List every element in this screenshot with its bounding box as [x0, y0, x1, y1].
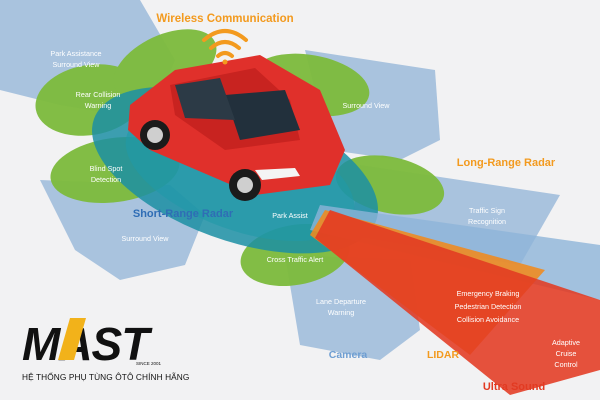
label-park-assistance: Park Assistance: [50, 49, 101, 58]
label-emergency-braking: Emergency Braking: [457, 289, 520, 298]
label-traffic-sign-sub: Recognition: [468, 217, 506, 226]
label-lane-departure: Lane Departure: [316, 297, 366, 306]
label-rear-collision-sub: Warning: [85, 101, 112, 110]
label-lane-departure-sub: Warning: [328, 308, 355, 317]
label-surround-view-left: Surround View: [121, 234, 169, 243]
label-traffic-sign: Traffic Sign: [469, 206, 505, 215]
logo-tagline: HỆ THỐNG PHỤ TÙNG ÔTÔ CHÍNH HÃNG: [22, 372, 190, 382]
car-rim-front: [237, 177, 253, 193]
forward-beams: [310, 205, 600, 395]
header-ultrasound: Ultra Sound: [483, 381, 545, 393]
mast-logo: MAST SINCE 2001: [22, 318, 161, 370]
label-park-assist: Park Assist: [272, 211, 308, 220]
header-wireless: Wireless Communication: [156, 13, 293, 25]
wifi-icon: [202, 29, 248, 65]
label-acc-2: Cruise: [556, 349, 577, 358]
label-park-assistance-sub: Surround View: [52, 60, 100, 69]
label-acc-3: Control: [554, 360, 578, 369]
car-rim-rear: [147, 127, 163, 143]
logo-since: SINCE 2001: [136, 361, 162, 366]
label-acc-1: Adaptive: [552, 338, 580, 347]
label-blind-spot-sub: Detection: [91, 175, 121, 184]
label-pedestrian-detection: Pedestrian Detection: [455, 302, 522, 311]
label-blind-spot: Blind Spot: [90, 164, 123, 173]
label-surround-view-right: Surround View: [342, 101, 390, 110]
header-short-range-radar: Short-Range Radar: [133, 208, 234, 220]
car-headlight: [255, 168, 300, 180]
logo-swoosh: [58, 318, 86, 360]
radar-beam: [315, 210, 600, 395]
car-side-window: [175, 78, 235, 120]
header-lidar: LIDAR: [427, 349, 459, 361]
car-windshield: [225, 90, 300, 140]
label-cross-traffic: Cross Traffic Alert: [267, 255, 324, 264]
header-camera: Camera: [329, 349, 368, 361]
car: [128, 55, 345, 201]
logo-brand: MAST: [22, 318, 153, 370]
label-rear-collision: Rear Collision: [76, 90, 121, 99]
header-long-range-radar: Long-Range Radar: [457, 157, 556, 169]
label-collision-avoidance: Collision Avoidance: [457, 315, 519, 324]
